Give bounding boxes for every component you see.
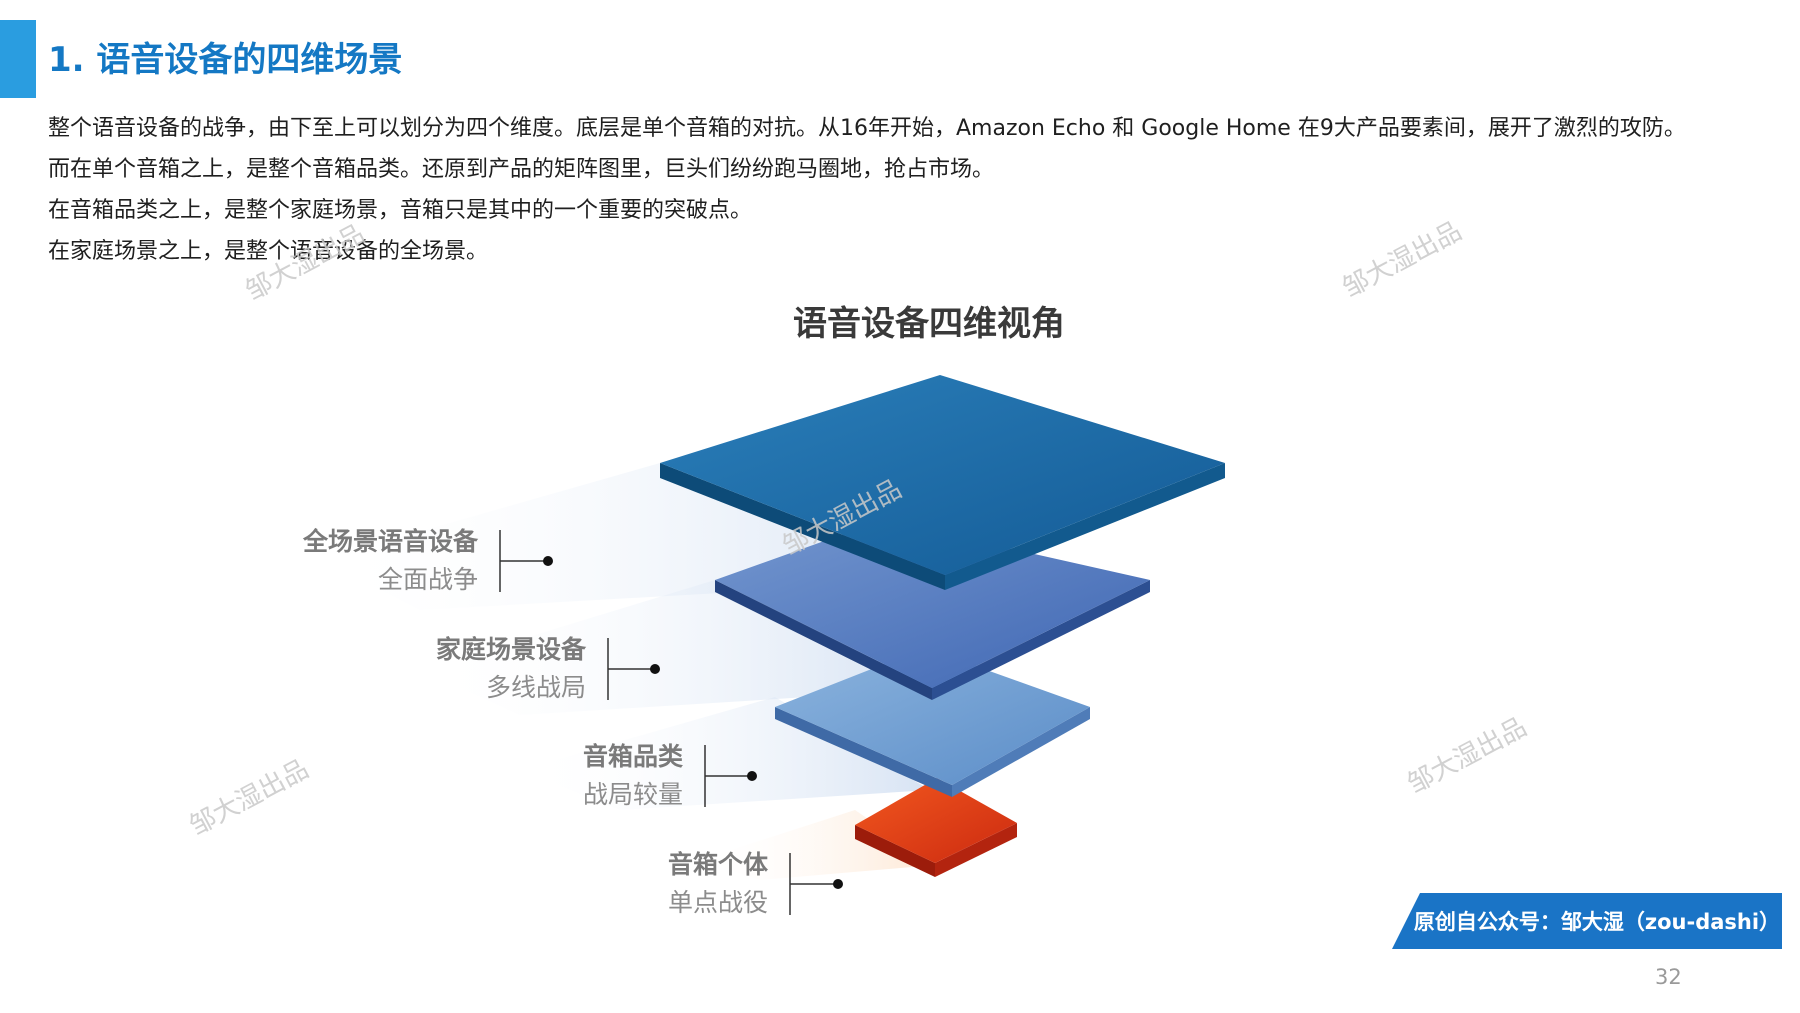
- layer-2-plate: [715, 520, 1150, 700]
- layer-2-sub: 多线战局: [485, 673, 586, 702]
- layer-4-plate: [855, 778, 1017, 877]
- layer-3-plate: [775, 648, 1090, 797]
- intro-paragraph-1: 整个语音设备的战争，由下至上可以划分为四个维度。底层是单个音箱的对抗。从16年开…: [48, 116, 1686, 141]
- page-number: 32: [1655, 965, 1682, 989]
- layer-2-connector: [607, 638, 660, 700]
- layer-4-label: 音箱个体 单点战役: [668, 846, 768, 922]
- layer-4-connector: [789, 853, 843, 915]
- layer-1-plate: [660, 375, 1225, 590]
- title-accent-bar: [0, 20, 36, 98]
- layer-1-name: 全场景语音设备: [302, 527, 478, 556]
- intro-text: 整个语音设备的战争，由下至上可以划分为四个维度。底层是单个音箱的对抗。从16年开…: [48, 108, 1768, 272]
- layer-2-name: 家庭场景设备: [435, 635, 586, 664]
- layer-2-label: 家庭场景设备 多线战局: [436, 631, 586, 707]
- slide-title: 1. 语音设备的四维场景: [48, 40, 403, 80]
- layer-1-label: 全场景语音设备 全面战争: [303, 523, 478, 599]
- layer-3-connector: [704, 745, 757, 807]
- layer-2-beam: [420, 580, 920, 715]
- layer-4-name: 音箱个体: [667, 850, 768, 879]
- layer-1-sub: 全面战争: [377, 565, 478, 594]
- layer-4-sub: 单点战役: [667, 888, 768, 917]
- layer-3-label: 音箱品类 战局较量: [583, 738, 683, 814]
- layer-3-beam: [520, 697, 930, 810]
- intro-paragraph-3: 在音箱品类之上，是整个家庭场景，音箱只是其中的一个重要的突破点。: [48, 198, 753, 223]
- layer-3-name: 音箱品类: [582, 742, 683, 771]
- layer-1-connector: [499, 530, 553, 592]
- intro-paragraph-2: 而在单个音箱之上，是整个音箱品类。还原到产品的矩阵图里，巨头们纷纷跑马圈地，抢占…: [48, 157, 995, 182]
- source-badge: 原创自公众号：邹大湿（zou-dashi）: [1392, 893, 1782, 949]
- layer-3-sub: 战局较量: [582, 780, 683, 809]
- diagram-title: 语音设备四维视角: [793, 304, 1065, 344]
- intro-paragraph-4: 在家庭场景之上，是整个语音设备的全场景。: [48, 239, 489, 264]
